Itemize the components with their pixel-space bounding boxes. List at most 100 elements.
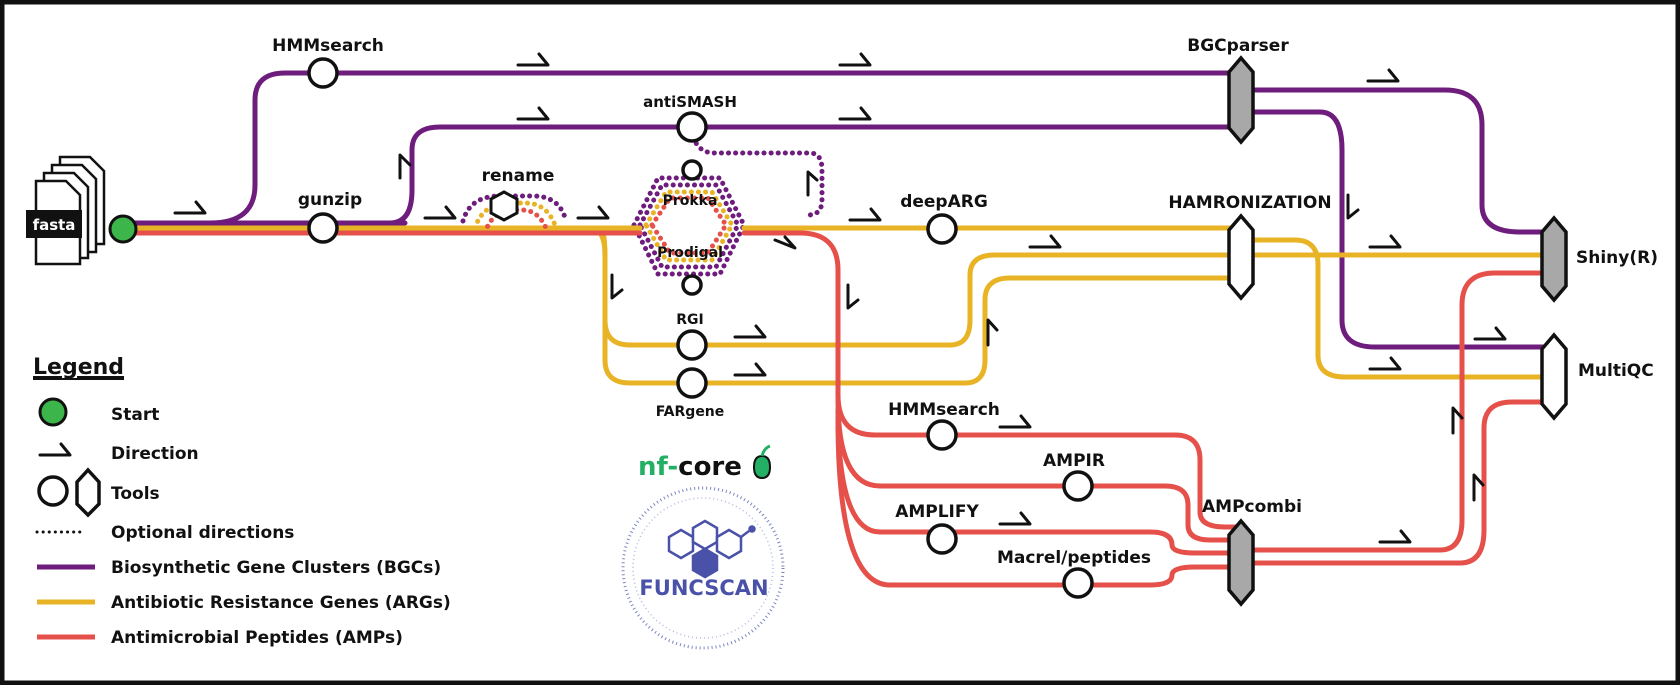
fasta-input: fasta [26,155,138,266]
route-amp-to-multiqc [1247,399,1548,566]
fasta-label-box [26,210,82,238]
route-bgc-antismash [387,124,1238,226]
label-shiny: Shiny(R) [1576,248,1658,268]
route-bgc-hmmsearch [207,70,1238,226]
direction-arrow-icon [838,52,872,67]
node-ampir [1062,470,1094,502]
route-optional-prokka-bgc-outer [631,175,747,277]
direction-arrow-icon [423,205,457,220]
legend-tool-hexagon [75,467,101,518]
funcscan-logo: FUNCSCAN [621,486,785,650]
label-bgcparser: BGCparser [1187,36,1289,56]
funcscan-logo-ring [621,486,785,650]
direction-arrow-icon [998,414,1032,429]
label-multiqc: MultiQC [1578,361,1654,381]
node-shiny [1540,215,1568,303]
nf-core-logo-core: core [678,452,742,482]
legend-start-label: Start [111,405,159,425]
route-arg-fargene [597,225,1238,386]
node-fargene [676,367,708,399]
legend: Legend Start Direction Tools Optional di… [33,355,451,648]
label-deeparg: deepARG [900,192,988,212]
label-rename: rename [482,166,555,186]
legend-arg-label: Antibiotic Resistance Genes (ARGs) [111,593,451,613]
label-rgi: RGI [676,312,703,328]
nf-core-logo-text: nf-core [638,452,742,482]
funcscan-logo-text: FUNCSCAN [639,576,768,600]
node-hmmsearch-bgc [307,57,339,89]
node-rename [489,190,519,222]
label-prodigal: Prodigal [657,245,723,261]
label-fargene: FARgene [656,404,725,420]
direction-arrow-icon [848,207,882,222]
label-ampir: AMPIR [1043,451,1105,471]
direction-arrow-icon [733,362,767,377]
direction-arrow-icon [733,324,767,339]
funcscan-logo-inner [632,497,774,639]
fasta-label: fasta [33,216,76,234]
route-amp-hmmsearch [835,392,1243,530]
route-optional-rename-arg [472,200,559,231]
direction-arrow-icon [838,106,872,121]
legend-tools-label: Tools [111,484,160,504]
node-prokka [681,159,703,181]
optional-routes-yellow [472,189,735,263]
legend-direction-arrow-icon [38,442,72,457]
direction-arrow-icon [1378,529,1412,544]
direction-arrow-icon [398,153,412,180]
node-bgcparser [1227,55,1255,145]
label-macrel: Macrel/peptides [997,548,1151,568]
route-amp-amplify [835,407,1243,556]
node-hmmsearch-amp [926,419,958,451]
tool-labels: HMMsearch antiSMASH gunzip rename Prokka… [272,36,1658,568]
route-optional-rename-bgc [460,193,569,224]
legend-bgc-label: Biosynthetic Gene Clusters (BGCs) [111,558,441,578]
label-gunzip: gunzip [298,190,362,210]
direction-arrow-icon [576,205,610,220]
direction-arrows [173,52,1507,544]
apple-icon [752,444,772,480]
label-hmmsearch-amp: HMMsearch [888,400,1000,420]
direction-arrow-icon [1472,473,1485,502]
direction-arrow-icon [1366,68,1400,83]
label-amplify: AMPLIFY [895,502,979,522]
optional-routes-purple [460,127,825,277]
route-amp-to-shiny [1247,270,1548,553]
amp-routes [117,230,1548,588]
label-prokka: Prokka [663,193,718,209]
direction-arrow-icon [998,511,1032,526]
node-hamronization [1227,213,1255,301]
legend-title: Legend [33,355,124,380]
node-multiqc [1540,332,1568,421]
route-bgc-to-shiny [1247,87,1548,235]
legend-amp-label: Antimicrobial Peptides (AMPs) [111,628,403,648]
label-ampcombi: AMPcombi [1202,497,1302,517]
node-amplify [926,523,958,555]
legend-tool-circle [37,475,69,507]
legend-optional-label: Optional directions [111,523,294,543]
node-ampcombi [1227,518,1255,607]
direction-arrow-icon [1473,326,1507,341]
route-bgc-to-multiqc [1247,109,1548,350]
direction-arrow-icon [773,235,797,250]
hex-tool-nodes [1227,55,1568,607]
route-optional-prokka-bgc [637,182,741,270]
node-macrel [1062,567,1094,599]
node-prodigal [681,274,703,296]
label-antismash: antiSMASH [643,93,737,111]
start-node [108,214,138,244]
arg-routes [117,225,1548,386]
direction-arrow-icon [1368,356,1402,371]
label-hmmsearch-bgc: HMMsearch [272,36,384,56]
node-rgi [676,329,708,361]
round-tool-nodes [307,57,1094,599]
route-arg-to-multiqc [1247,237,1548,380]
bgc-routes [117,70,1548,350]
direction-arrow-icon [1451,406,1464,435]
node-deeparg [926,213,958,245]
direction-arrow-icon [516,52,550,67]
route-amp-ampir [835,397,1243,543]
direction-arrow-icon [806,170,819,197]
route-amp-from-prodigal [741,230,841,398]
